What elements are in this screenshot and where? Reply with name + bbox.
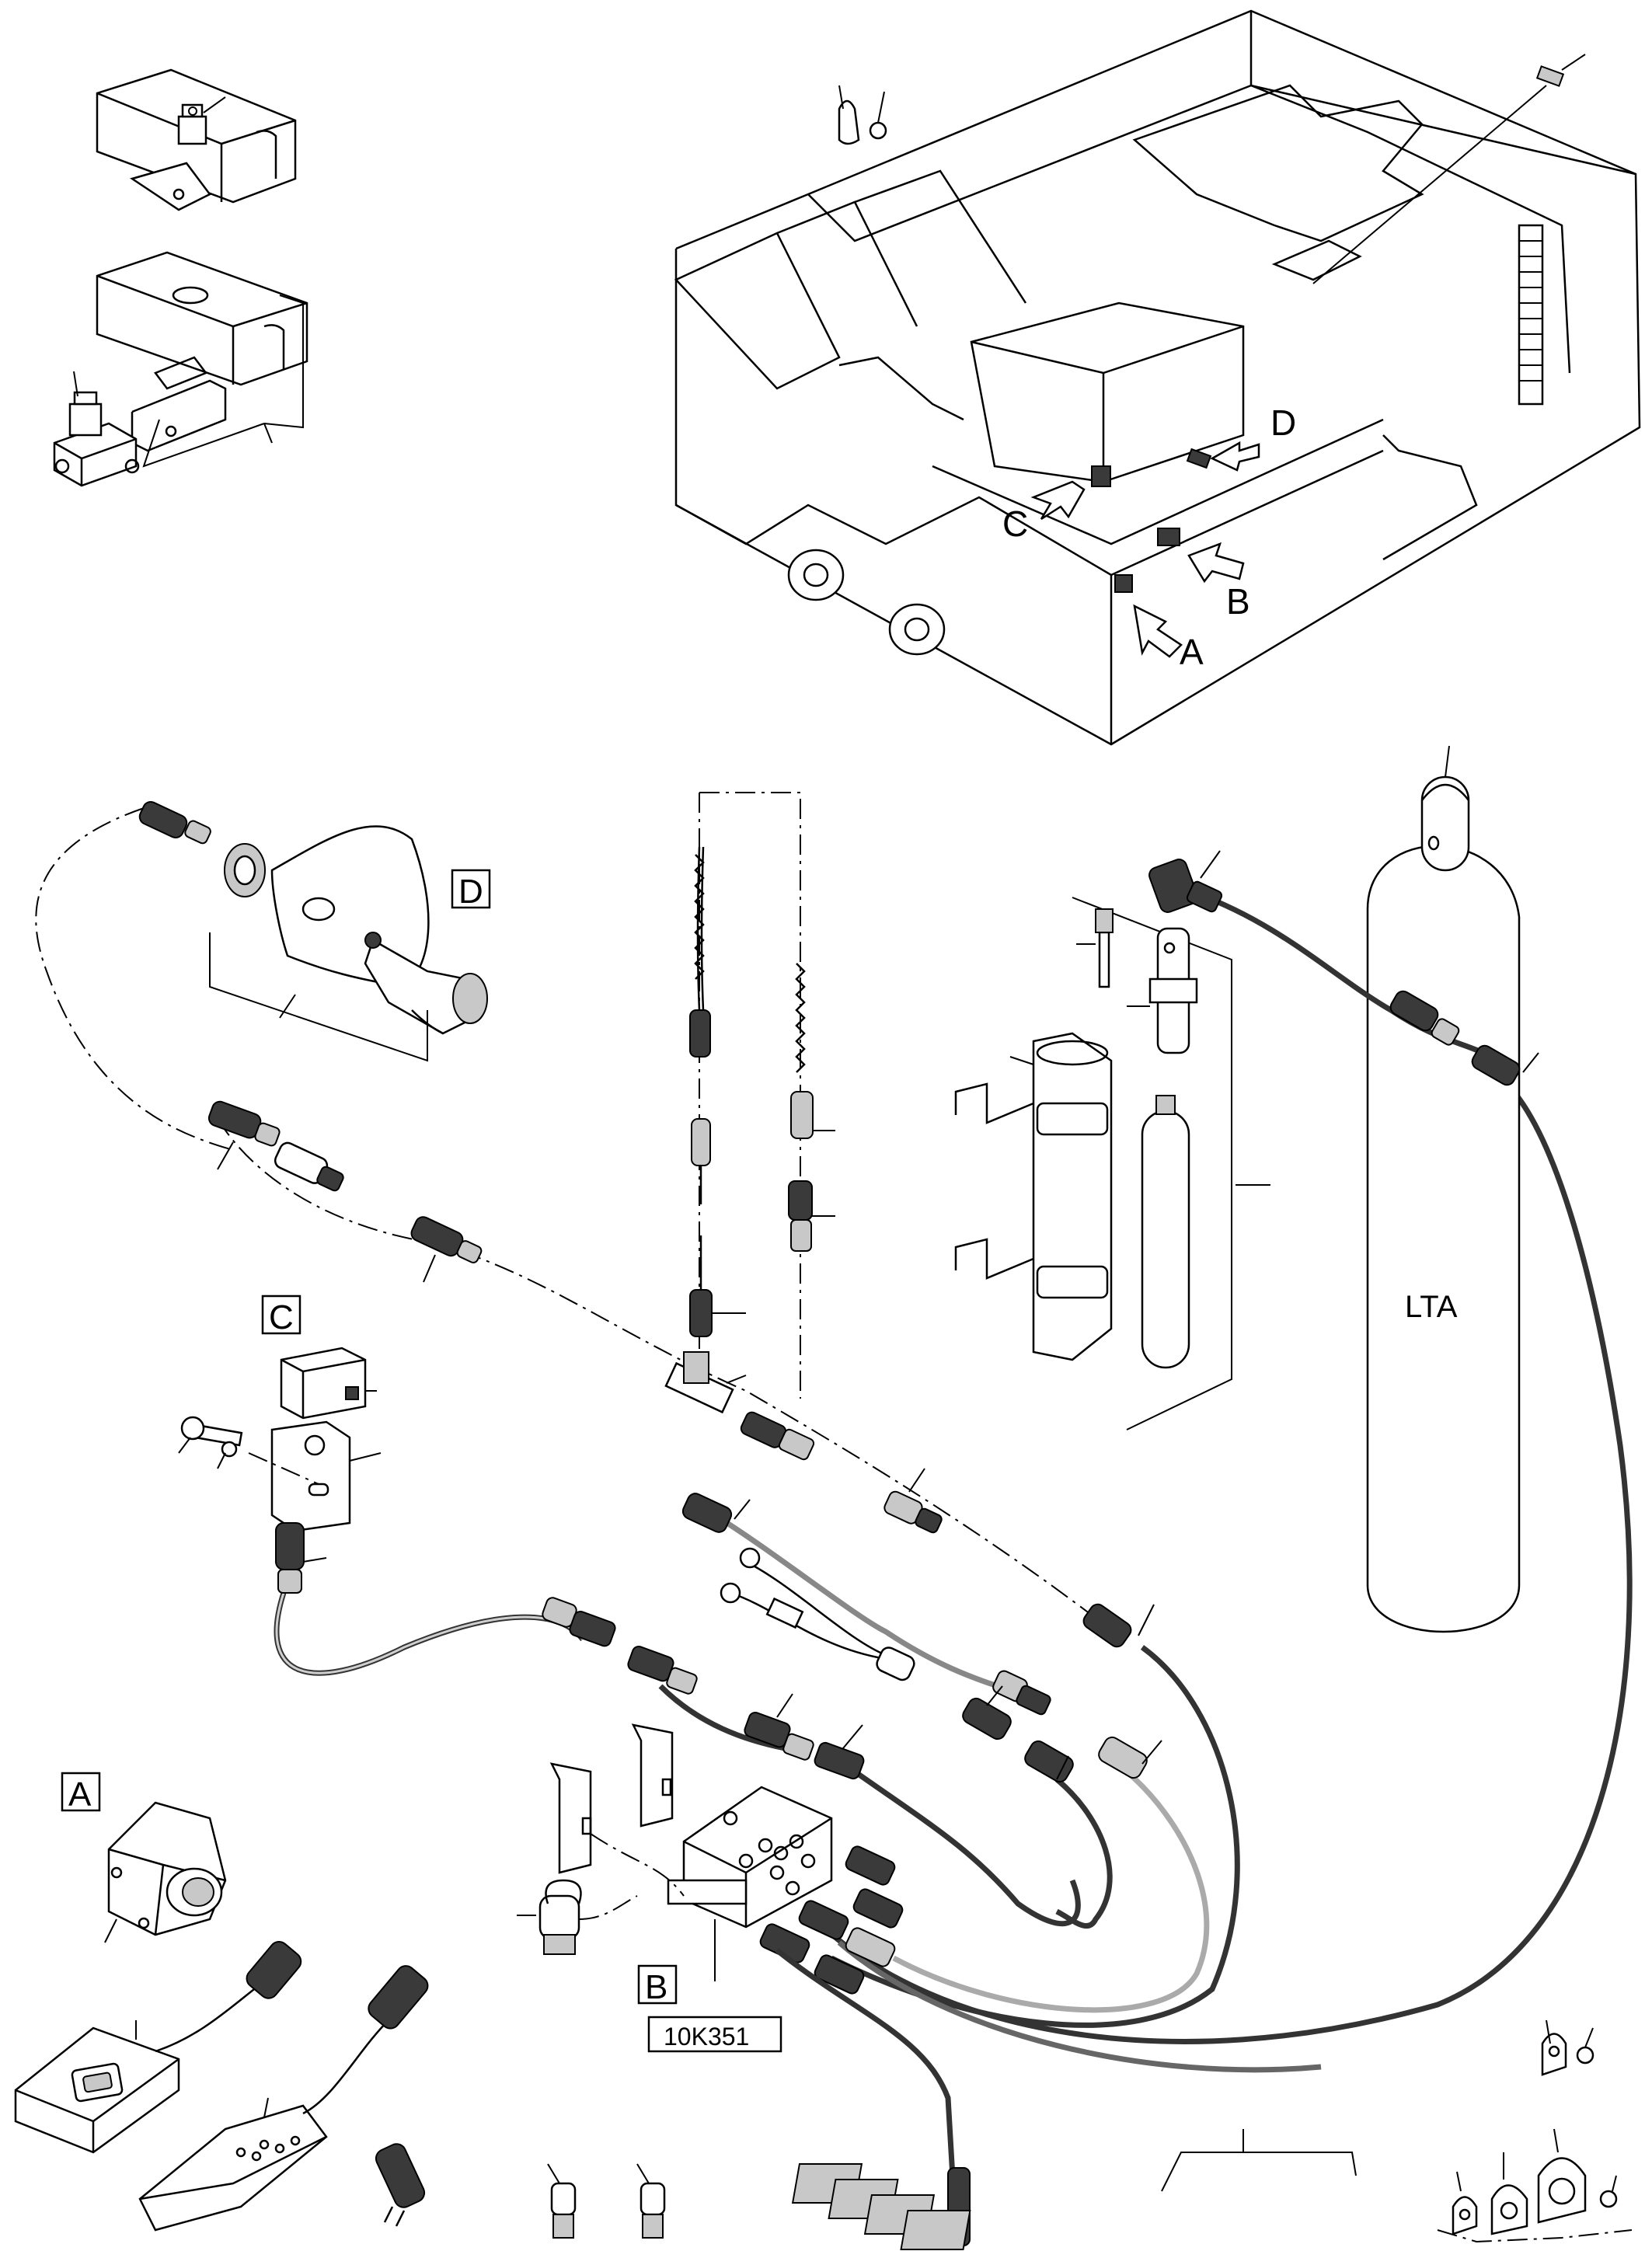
svg-text:C: C: [1002, 504, 1028, 544]
svg-text:B: B: [1226, 581, 1250, 622]
cable-connector-icon: [410, 1216, 483, 1283]
cable-connector-icon: [636, 2163, 666, 2239]
bracket-part: [517, 1723, 685, 1955]
detail-c-assembly: C: [178, 1295, 382, 1532]
cable-connector-icon: [814, 1724, 865, 1780]
cable-connector-icon: [1389, 990, 1460, 1046]
svg-text:A: A: [1180, 632, 1204, 672]
handheld-device: [138, 1965, 429, 2232]
detail-b-label-box: [637, 1964, 678, 2005]
detail-b-pointer: B: [1187, 542, 1250, 622]
cable-connector-icon: [275, 1522, 327, 1594]
cable-connector-icon: [375, 2143, 426, 2227]
cable-connector-icon: [740, 1411, 815, 1461]
cable-connector-icon: [992, 1670, 1051, 1716]
cable-clamp-icon: [1437, 2019, 1633, 2243]
cable-connector-icon: [627, 1645, 698, 1695]
cable-connector-icon: [1471, 1044, 1539, 1086]
gas-cylinder-icon: LTA: [1366, 745, 1521, 1633]
detail-a-pointer: A: [1133, 604, 1204, 672]
cable-connector-icon: [1098, 1736, 1162, 1779]
cable-connector-icon: [274, 1141, 344, 1192]
cable-connector-icon: [962, 1685, 1012, 1741]
cable-clamp-icon: [180, 1416, 243, 1458]
sensor-icon: [107, 1801, 227, 1936]
gas-cylinder-icon: [954, 897, 1270, 1430]
junction-box-icon: [667, 1786, 833, 1981]
cable-connector-icon: [744, 1693, 814, 1761]
cable-connector-icon: [542, 1597, 616, 1647]
machine-overview-icon: [674, 9, 1641, 746]
svg-text:10K351: 10K351: [664, 2023, 749, 2051]
cable-connector-icon: [1082, 1603, 1155, 1648]
svg-text:C: C: [269, 1298, 294, 1336]
cable-connector-icon: [689, 846, 746, 1337]
cable-connector-icon: [1148, 850, 1223, 913]
svg-text:D: D: [1270, 402, 1296, 443]
cable-connector-icon: [1024, 1740, 1074, 1783]
detail-d-label-box: [451, 869, 491, 909]
sensor-icon: [280, 1347, 367, 1420]
handheld-device: [14, 1940, 302, 2154]
detail-d-assembly: D: [35, 801, 491, 1151]
cable-connector-icon: [788, 963, 835, 1252]
cable-connector-icon: [884, 1468, 943, 1534]
cable-connector-icon: [547, 2163, 577, 2239]
bracket-sensor-assembly: [53, 68, 308, 487]
svg-text:A: A: [68, 1775, 92, 1814]
svg-text:D: D: [458, 873, 483, 911]
detail-c-pointer: C: [1002, 480, 1086, 544]
cable-connector-icon: [759, 1845, 904, 1995]
cable-connector-icon: [138, 801, 211, 845]
svg-text:LTA: LTA: [1405, 1290, 1458, 1324]
junction-box-icon: [664, 1351, 747, 1414]
sensor-icon: [177, 103, 207, 145]
cable-connector-icon: [681, 1493, 751, 1533]
sensor-icon: [53, 391, 140, 487]
detail-d-pointer: D: [1210, 402, 1296, 472]
sensor-icon: [364, 932, 488, 1035]
module-label-box: [647, 2016, 782, 2053]
cable-connector-icon: [207, 1100, 281, 1170]
label-sheets: [791, 2129, 1357, 2250]
detail-a-label-box: [61, 1772, 101, 1812]
svg-text:B: B: [645, 1968, 667, 2006]
detail-c-label-box: [261, 1295, 301, 1335]
detail-a-assembly: A: [61, 1772, 227, 1943]
